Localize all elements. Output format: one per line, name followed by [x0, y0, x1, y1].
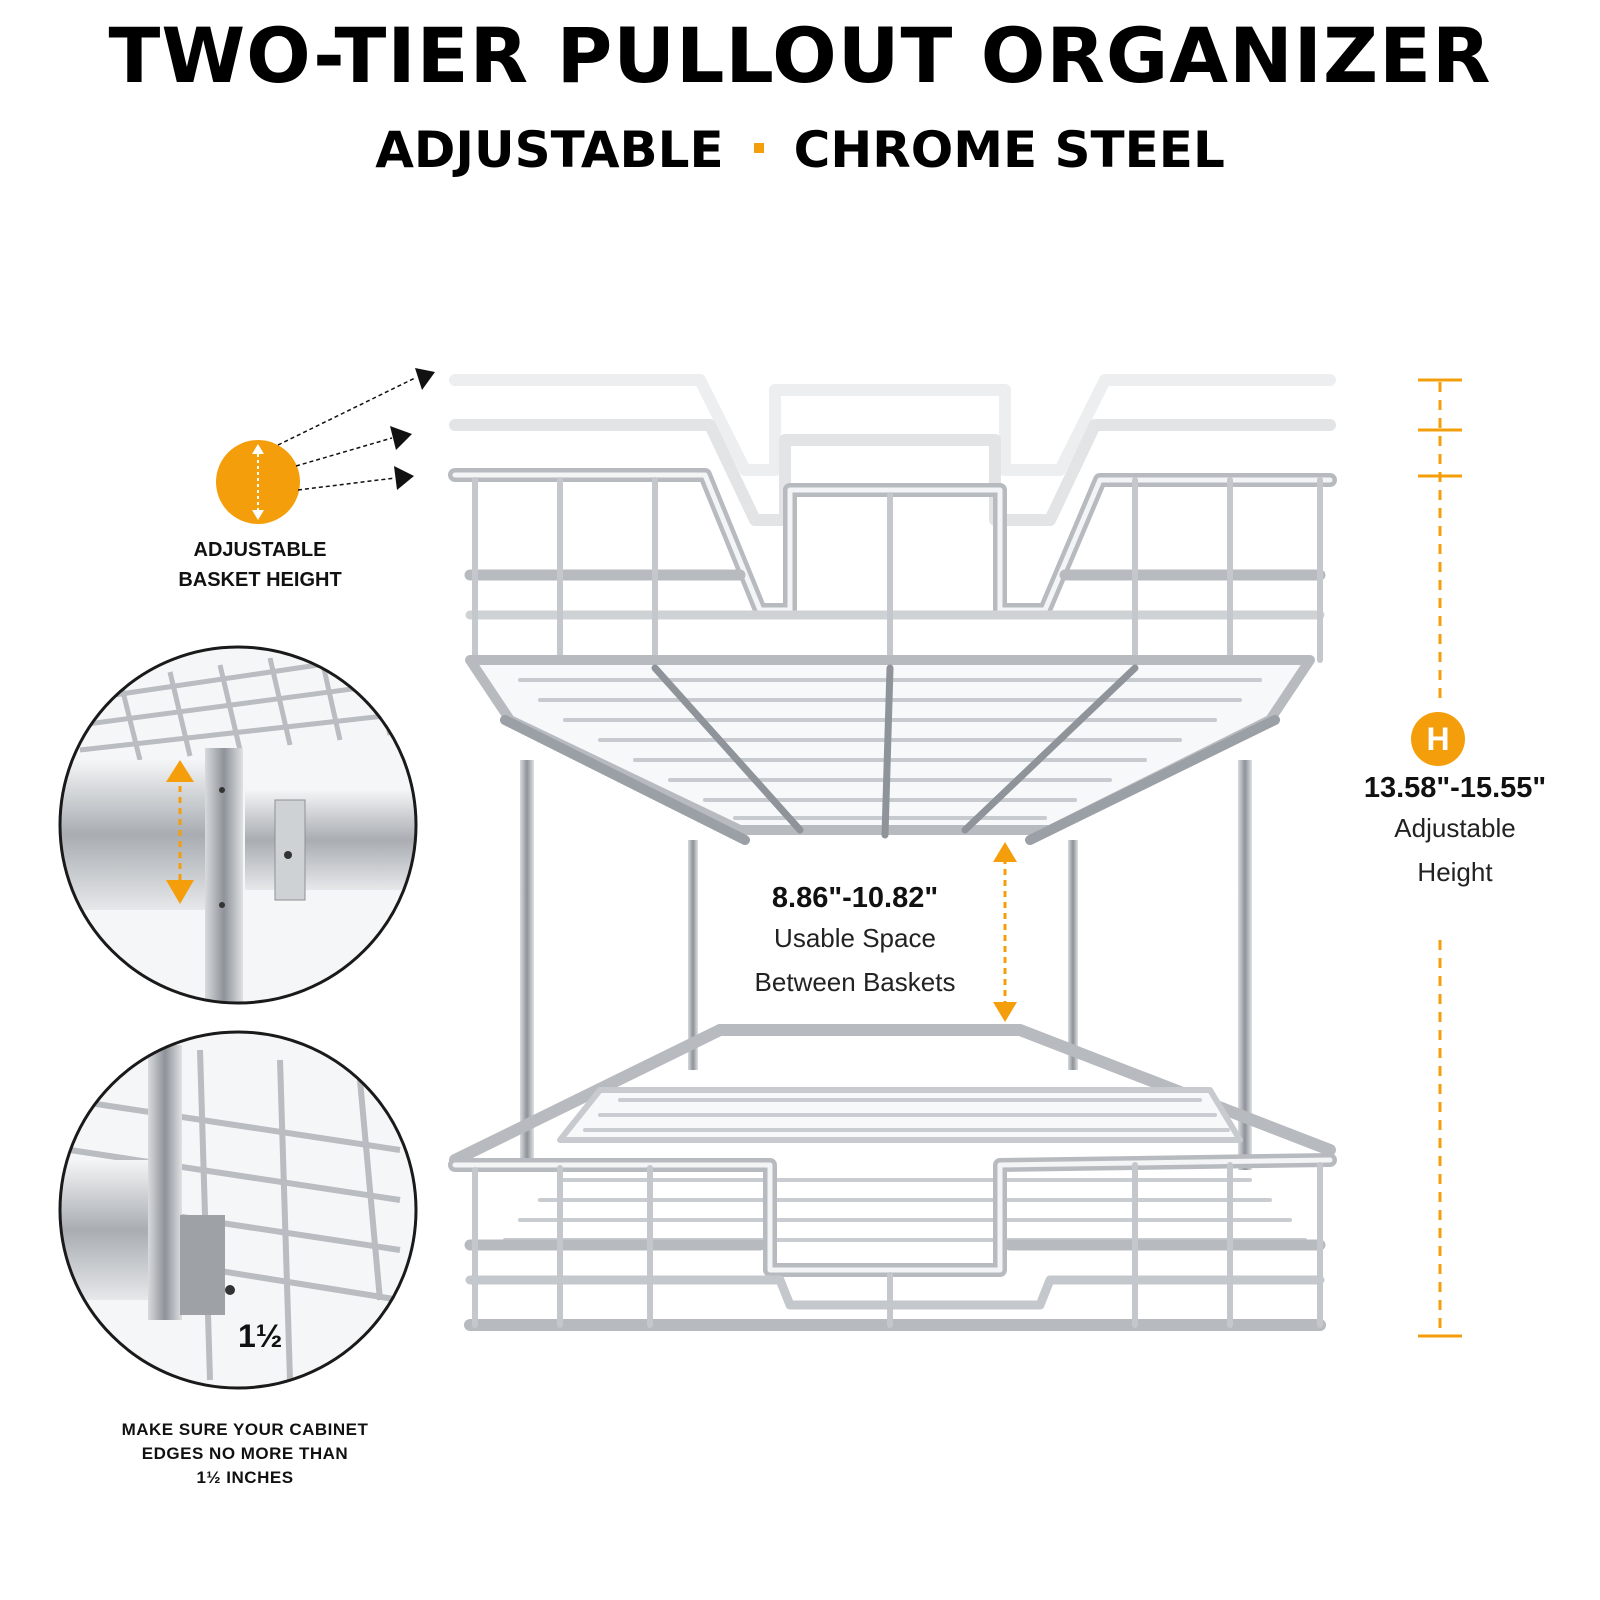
height-value: 13.58"-15.55": [1363, 772, 1547, 804]
cabinet-edge-note: MAKE SURE YOUR CABINET EDGES NO MORE THA…: [121, 1420, 369, 1487]
usable-space-value: 8.86"-10.82": [771, 882, 939, 914]
cabinet-edge-detail-image: [58, 1030, 418, 1390]
page-title: TWO-TIER PULLOUT ORGANIZER: [108, 11, 1492, 100]
feature-chrome-steel: CHROME STEEL: [793, 121, 1225, 179]
rail-detail-image: [58, 645, 418, 1005]
height-label: 13.58"-15.55" Adjustable Height: [1330, 770, 1580, 894]
adjustable-basket-label: ADJUSTABLE BASKET HEIGHT: [178, 539, 342, 591]
feature-adjustable: ADJUSTABLE: [375, 121, 724, 179]
separator-dot: [753, 142, 764, 153]
height-dimension-line: [1418, 378, 1462, 1338]
organizer-product: [448, 374, 1337, 1331]
fraction-label: 1½: [238, 1318, 283, 1354]
adjust-height-icon: [216, 368, 435, 524]
usable-space-arrow: [993, 842, 1017, 1022]
height-badge-icon: H: [1411, 712, 1465, 766]
usable-space-label: 8.86"-10.82" Usable Space Between Basket…: [720, 880, 990, 1004]
